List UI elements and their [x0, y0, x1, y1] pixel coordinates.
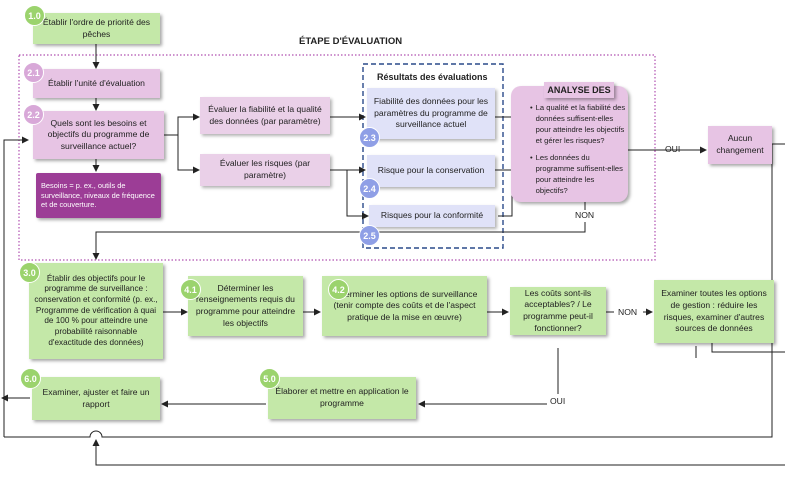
analysis-question-2-text: Les données du programme suffisent-elles… — [535, 153, 623, 195]
result-2-5-badge: 2.5 — [359, 225, 380, 246]
step-4-2-badge: 4.2 — [328, 279, 349, 300]
analysis-question-2: • Les données du programme suffisent-ell… — [530, 152, 626, 196]
step-6-0-text: Examiner, ajuster et faire un rapport — [42, 386, 150, 409]
evaluation-stage-region — [18, 54, 656, 261]
step-5-0-text: Élaborer et mettre en application le pro… — [275, 386, 409, 408]
options-box: Examiner toutes les options de gestion :… — [654, 280, 774, 343]
evaluate-risks-box: Évaluer les risques (par paramètre) — [200, 154, 330, 186]
step-1-0-badge: 1.0 — [24, 5, 45, 26]
result-2-3-badge: 2.3 — [359, 127, 380, 148]
step-2-1-text: Établir l'unité d'évaluation — [48, 77, 145, 88]
options-text: Examiner toutes les options de gestion :… — [661, 288, 767, 334]
step-4-2-text: Déterminer les options de surveillance (… — [331, 288, 478, 322]
step-4-1-badge: 4.1 — [180, 279, 201, 300]
step-2-2-badge: 2.2 — [23, 104, 44, 125]
results-title: Résultats des évaluations — [377, 72, 488, 82]
result-2-3-text: Fiabilité des données pour les paramètre… — [373, 96, 489, 130]
results-region — [362, 63, 504, 249]
label-oui-bottom: OUI — [550, 396, 566, 406]
analysis-title: ANALYSE DES — [544, 82, 614, 98]
step-1-0-text: Établir l'ordre de priorité des pêches — [42, 16, 151, 39]
label-oui-top: OUI — [665, 144, 681, 154]
step-3-0-box: Établir des objectifs pour le programme … — [29, 263, 163, 359]
needs-note: Besoins = p. ex., outils de surveillance… — [36, 173, 161, 218]
step-5-0-badge: 5.0 — [259, 368, 280, 389]
stage-title: ÉTAPE D'ÉVALUATION — [299, 36, 403, 47]
result-2-4-box: Risque pour la conservation — [367, 155, 495, 187]
costs-question-box: Les coûts sont-ils acceptables? / Le pro… — [510, 287, 606, 335]
step-2-2-text: Quels sont les besoins et objectifs du p… — [47, 117, 150, 151]
step-4-2-box: Déterminer les options de surveillance (… — [322, 276, 487, 336]
result-2-3-box: Fiabilité des données pour les paramètre… — [367, 88, 495, 139]
step-3-0-text: Établir des objectifs pour le programme … — [34, 273, 158, 347]
analysis-question-1: • La qualité et la fiabilité des données… — [530, 102, 626, 146]
step-4-1-box: Déterminer les renseignements requis du … — [188, 276, 303, 336]
bullet-icon: • — [530, 103, 533, 112]
costs-question-text: Les coûts sont-ils acceptables? / Le pro… — [523, 287, 593, 333]
analysis-box — [511, 86, 628, 202]
step-6-0-badge: 6.0 — [20, 368, 41, 389]
step-5-0-box: Élaborer et mettre en application le pro… — [268, 377, 416, 419]
bullet-icon: • — [530, 153, 533, 162]
no-change-text: Aucun changement — [716, 133, 764, 155]
result-2-4-text: Risque pour la conservation — [377, 165, 485, 176]
evaluate-reliability-box: Évaluer la fiabilité et la qualité des d… — [200, 97, 330, 134]
result-2-5-box: Risques pour la conformité — [369, 205, 495, 227]
analysis-question-1-text: La qualité et la fiabilité des données s… — [535, 103, 626, 145]
analysis-questions: • La qualité et la fiabilité des données… — [530, 102, 626, 196]
evaluate-reliability-text: Évaluer la fiabilité et la qualité des d… — [208, 103, 322, 126]
label-non-right: NON — [618, 307, 638, 317]
label-non-mid: NON — [575, 210, 595, 220]
needs-note-text: Besoins = p. ex., outils de surveillance… — [41, 180, 155, 210]
step-4-1-text: Déterminer les renseignements requis du … — [195, 282, 296, 328]
no-change-box: Aucun changement — [708, 126, 772, 164]
step-1-0-box: Établir l'ordre de priorité des pêches — [33, 13, 160, 44]
step-2-1-box: Établir l'unité d'évaluation — [33, 69, 160, 98]
step-6-0-box: Examiner, ajuster et faire un rapport — [32, 377, 160, 420]
step-2-1-badge: 2.1 — [23, 62, 44, 83]
step-3-0-badge: 3.0 — [19, 262, 40, 283]
result-2-4-badge: 2.4 — [359, 178, 380, 199]
result-2-5-text: Risques pour la conformité — [380, 210, 484, 221]
evaluate-risks-text: Évaluer les risques (par paramètre) — [219, 158, 311, 180]
step-2-2-box: Quels sont les besoins et objectifs du p… — [33, 111, 164, 159]
